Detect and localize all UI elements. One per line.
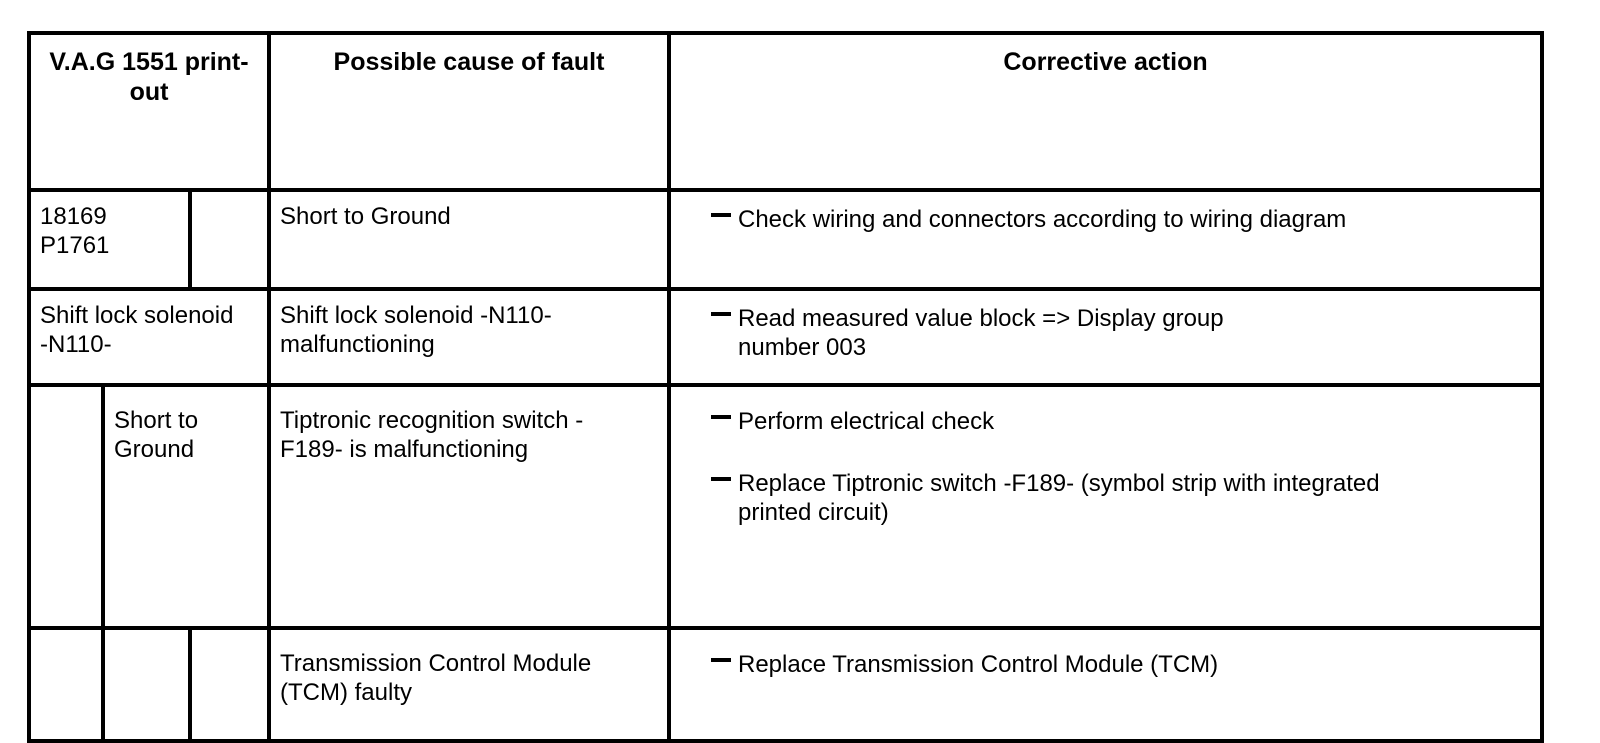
action-text: Replace Tiptronic switch -F189- (symbol … [738,470,1380,526]
dash-bullet-icon [711,415,731,419]
cause-cell: Short to Ground [267,188,671,291]
fault-type-text: Short to Ground [114,407,199,463]
dtc-code-text: 18169 P1761 [40,203,110,259]
component-text: Shift lock solenoid -N110- [40,302,234,358]
header-action-cell: Corrective action [667,31,1544,192]
cause-cell: Shift lock solenoid -N110- malfunctionin… [267,287,671,387]
action-item: Replace Transmission Control Module (TCM… [711,650,1528,679]
header-printout-cell: V.A.G 1551 print- out [27,31,271,192]
action-cell: Read measured value block => Display gro… [667,287,1544,387]
dash-bullet-icon [711,477,731,481]
printout-empty-subcell [188,626,271,743]
action-text: Replace Transmission Control Module (TCM… [738,651,1219,678]
row-component-name: Shift lock solenoid -N110- Shift lock so… [27,287,1544,387]
action-text: Check wiring and connectors according to… [738,206,1347,233]
cause-text: Transmission Control Module (TCM) faulty [280,650,592,706]
printout-faulttype-cell: Short to Ground [101,383,271,630]
dash-bullet-icon [711,658,731,662]
cause-cell: Tiptronic recognition switch - F189- is … [267,383,671,630]
action-cell: Replace Transmission Control Module (TCM… [667,626,1544,743]
printout-empty-subcell [27,626,105,743]
manual-page: V.A.G 1551 print- out Possible cause of … [27,31,1544,743]
row-dtc-code: 18169 P1761 Short to Ground Check wiring… [27,188,1544,291]
action-text: Read measured value block => Display gro… [738,305,1224,361]
dash-bullet-icon [711,312,731,316]
printout-empty-subcell [188,188,271,291]
dash-bullet-icon [711,213,731,217]
fault-code-table: V.A.G 1551 print- out Possible cause of … [27,31,1544,743]
action-item: Check wiring and connectors according to… [711,205,1528,234]
action-text: Perform electrical check [738,408,995,435]
row-tcm-fault: Transmission Control Module (TCM) faulty… [27,626,1544,743]
header-cause-label: Possible cause of fault [333,48,605,76]
header-printout-label: V.A.G 1551 print- out [49,48,249,106]
cause-cell: Transmission Control Module (TCM) faulty [267,626,671,743]
action-item: Read measured value block => Display gro… [711,304,1528,362]
header-cause-cell: Possible cause of fault [267,31,671,192]
printout-code-cell: 18169 P1761 [27,188,192,291]
action-item: Perform electrical check [711,407,1528,436]
printout-empty-subcell [27,383,105,630]
cause-text: Short to Ground [280,203,451,230]
header-row: V.A.G 1551 print- out Possible cause of … [27,31,1544,192]
cause-text: Shift lock solenoid -N110- malfunctionin… [280,302,552,358]
cause-text: Tiptronic recognition switch - F189- is … [280,407,584,463]
action-cell: Perform electrical check Replace Tiptron… [667,383,1544,630]
action-cell: Check wiring and connectors according to… [667,188,1544,291]
printout-component-cell: Shift lock solenoid -N110- [27,287,271,387]
printout-empty-subcell [101,626,192,743]
action-item: Replace Tiptronic switch -F189- (symbol … [711,469,1528,527]
header-action-label: Corrective action [1003,48,1208,76]
row-fault-type: Short to Ground Tiptronic recognition sw… [27,383,1544,630]
